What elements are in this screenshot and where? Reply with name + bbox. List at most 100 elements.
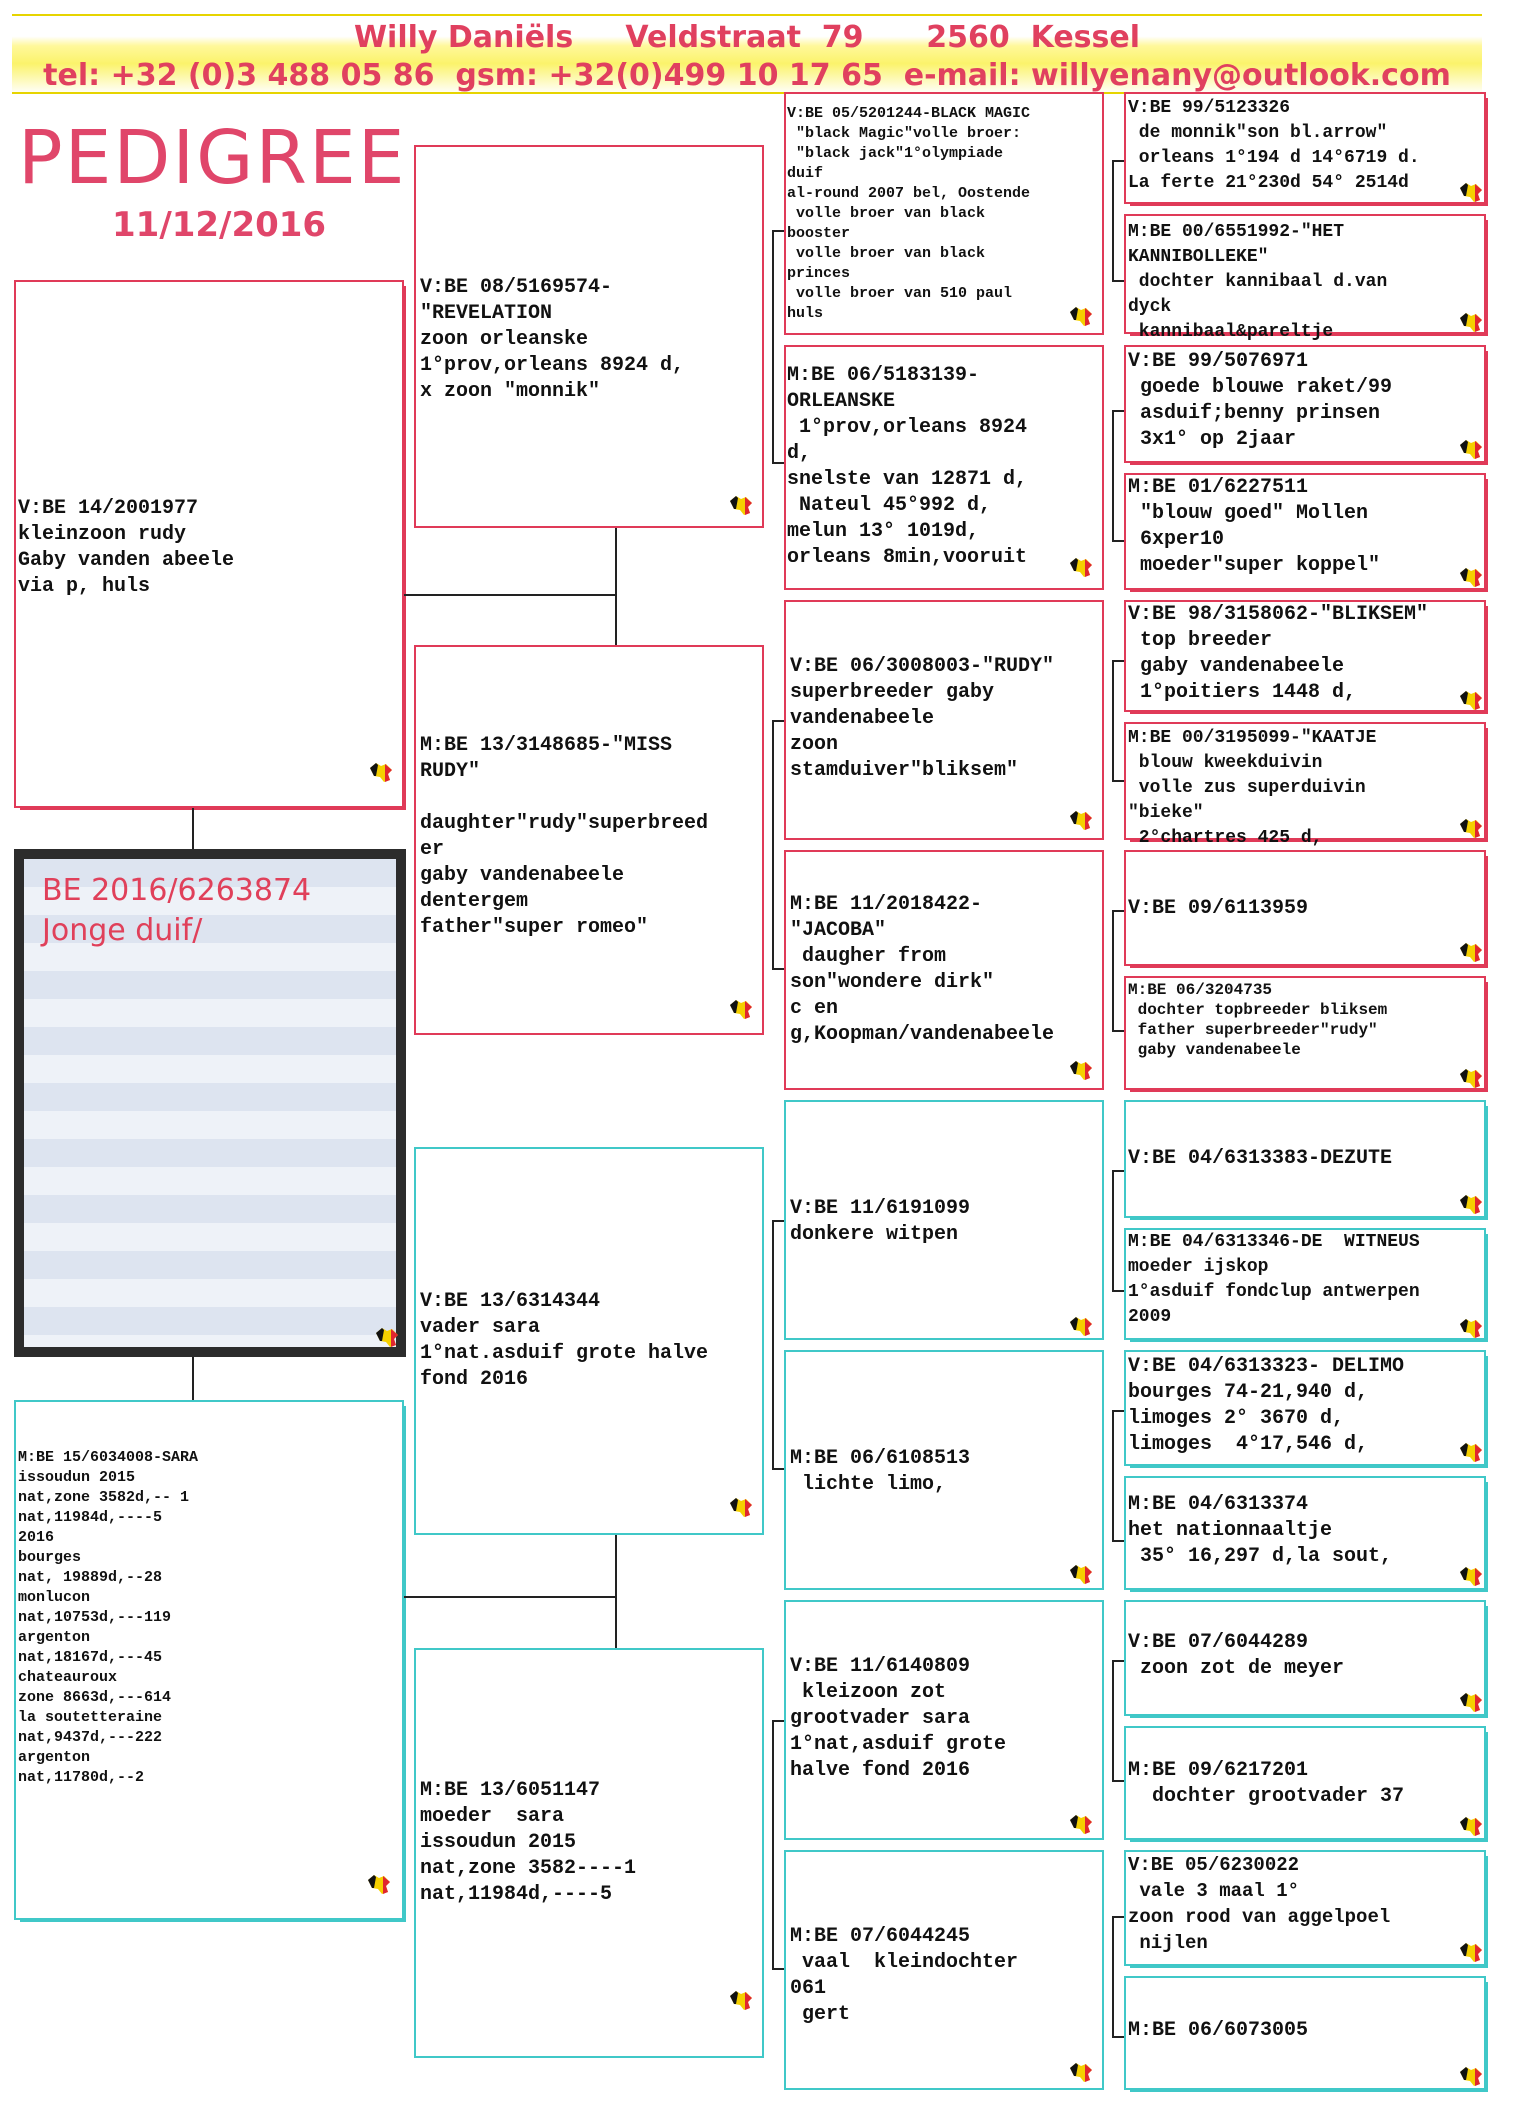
gen3-text-6: M:BE 06/6108513 lichte limo, <box>790 1447 971 1496</box>
gen4-box-11: V:BE 04/6313323- DELIMO bourges 74-21,94… <box>1124 1350 1486 1466</box>
connector-line <box>1112 780 1124 782</box>
connector-line <box>1112 1660 1114 1780</box>
gen4-box-10: M:BE 04/6313346-DE WITNEUS moeder ijskop… <box>1124 1228 1486 1340</box>
gen3-text-1: V:BE 05/5201244-BLACK MAGIC "black Magic… <box>787 105 1031 322</box>
connector-line <box>772 1968 784 1970</box>
connector-line <box>772 462 784 464</box>
connector-line <box>772 1468 784 1470</box>
gen3-box-7: V:BE 11/6140809 kleizoon zot grootvader … <box>784 1600 1104 1840</box>
belgium-flag-icon <box>728 1988 754 2012</box>
gen4-box-14: M:BE 09/6217201 dochter grootvader 37 <box>1124 1726 1486 1840</box>
belgium-flag-icon <box>1458 310 1484 334</box>
belgium-flag-icon <box>728 1495 754 1519</box>
connector-line <box>772 968 784 970</box>
connector-line <box>772 1720 774 1970</box>
connector-line <box>1112 1916 1114 2036</box>
connector-line <box>1112 1170 1124 1172</box>
belgium-flag-icon <box>1068 808 1094 832</box>
connector-line <box>1112 410 1124 412</box>
gen4-box-3: V:BE 99/5076971 goede blouwe raket/99 as… <box>1124 345 1486 463</box>
dam-sire-box: V:BE 13/6314344 vader sara 1°nat.asduif … <box>414 1147 764 1535</box>
belgium-flag-icon <box>1068 304 1094 328</box>
connector-line <box>1112 160 1114 280</box>
gen4-text-2: M:BE 00/6551992-"HET KANNIBOLLEKE" docht… <box>1128 222 1388 342</box>
page-title: PEDIGREE <box>18 115 407 201</box>
connector-line <box>772 1220 784 1222</box>
belgium-flag-icon <box>1458 180 1484 204</box>
gen4-box-6: M:BE 00/3195099-"KAATJE blouw kweekduivi… <box>1124 722 1486 848</box>
sire-sire-text: V:BE 08/5169574- "REVELATION zoon orlean… <box>420 276 685 403</box>
gen4-box-9: V:BE 04/6313383-DEZUTE <box>1124 1100 1486 1218</box>
connector-line <box>1112 1030 1124 1032</box>
gen3-box-5: V:BE 11/6191099 donkere witpen <box>784 1100 1104 1340</box>
connector-line <box>772 720 784 722</box>
gen4-box-13: V:BE 07/6044289 zoon zot de meyer <box>1124 1600 1486 1716</box>
belgium-flag-icon <box>366 1872 392 1896</box>
connector-line <box>192 1357 194 1400</box>
connector-line <box>615 528 617 645</box>
gen4-box-4: M:BE 01/6227511 "blouw goed" Mollen 6xpe… <box>1124 473 1486 590</box>
gen4-box-15: V:BE 05/6230022 vale 3 maal 1° zoon rood… <box>1124 1850 1486 1966</box>
gen3-box-8: M:BE 07/6044245 vaal kleindochter 061 ge… <box>784 1850 1104 2090</box>
connector-line <box>1112 910 1114 1030</box>
belgium-flag-icon <box>1458 940 1484 964</box>
dam-text: M:BE 15/6034008-SARA issoudun 2015 nat,z… <box>18 1449 199 1786</box>
gen3-text-2: M:BE 06/5183139- ORLEANSKE 1°prov,orlean… <box>787 364 1028 569</box>
gen3-box-3: V:BE 06/3008003-"RUDY" superbreeder gaby… <box>784 600 1104 840</box>
gen3-text-8: M:BE 07/6044245 vaal kleindochter 061 ge… <box>790 1925 1019 2026</box>
belgium-flag-icon <box>1458 565 1484 589</box>
subject-ring-number: BE 2016/6263874 <box>42 873 312 908</box>
belgium-flag-icon <box>1458 816 1484 840</box>
connector-line <box>615 1535 617 1648</box>
gen4-box-5: V:BE 98/3158062-"BLIKSEM" top breeder ga… <box>1124 600 1486 712</box>
gen4-box-7: V:BE 09/6113959 <box>1124 850 1486 966</box>
gen4-box-12: M:BE 04/6313374 het nationnaaltje 35° 16… <box>1124 1476 1486 1590</box>
connector-line <box>1112 540 1124 542</box>
belgium-flag-icon <box>1458 1192 1484 1216</box>
header-band: Willy Daniëls Veldstraat 79 2560 Kessel … <box>12 14 1482 94</box>
connector-line <box>1112 160 1124 162</box>
belgium-flag-icon <box>1458 1940 1484 1964</box>
connector-line <box>1112 1660 1124 1662</box>
sire-dam-text: M:BE 13/3148685-"MISS RUDY" daughter"rud… <box>420 734 709 939</box>
belgium-flag-icon <box>1068 1562 1094 1586</box>
sire-text: V:BE 14/2001977 kleinzoon rudy Gaby vand… <box>18 497 235 598</box>
connector-line <box>772 1720 784 1722</box>
header-bottom-rule <box>12 92 1482 94</box>
gen4-text-15: V:BE 05/6230022 vale 3 maal 1° zoon rood… <box>1128 1854 1391 1954</box>
gen4-text-16: M:BE 06/6073005 <box>1128 2019 1309 2042</box>
connector-line <box>1112 910 1124 912</box>
belgium-flag-icon <box>1458 1690 1484 1714</box>
gen3-box-2: M:BE 06/5183139- ORLEANSKE 1°prov,orlean… <box>784 345 1104 590</box>
gen4-box-1: V:BE 99/5123326 de monnik"son bl.arrow" … <box>1124 92 1486 204</box>
gen4-text-4: M:BE 01/6227511 "blouw goed" Mollen 6xpe… <box>1128 476 1381 577</box>
gen3-box-6: M:BE 06/6108513 lichte limo, <box>784 1350 1104 1590</box>
gen3-text-3: V:BE 06/3008003-"RUDY" superbreeder gaby… <box>790 655 1055 782</box>
belgium-flag-icon <box>728 493 754 517</box>
gen4-text-12: M:BE 04/6313374 het nationnaaltje 35° 16… <box>1128 1493 1393 1568</box>
connector-line <box>772 230 774 462</box>
belgium-flag-icon <box>374 1325 400 1349</box>
connector-line <box>772 230 784 232</box>
gen4-text-7: V:BE 09/6113959 <box>1128 897 1309 920</box>
connector-line <box>404 594 616 596</box>
gen3-box-1: V:BE 05/5201244-BLACK MAGIC "black Magic… <box>784 92 1104 335</box>
connector-line <box>1112 2036 1124 2038</box>
belgium-flag-icon <box>1458 1814 1484 1838</box>
gen3-box-4: M:BE 11/2018422- "JACOBA" daugher from s… <box>784 850 1104 1090</box>
gen4-box-2: M:BE 00/6551992-"HET KANNIBOLLEKE" docht… <box>1124 214 1486 342</box>
connector-line <box>1112 1290 1124 1292</box>
gen4-text-3: V:BE 99/5076971 goede blouwe raket/99 as… <box>1128 350 1393 451</box>
connector-line <box>1112 660 1124 662</box>
sire-dam-box: M:BE 13/3148685-"MISS RUDY" daughter"rud… <box>414 645 764 1035</box>
subject-box: BE 2016/6263874 Jonge duif/ <box>14 849 406 1357</box>
header-top-rule <box>12 14 1482 16</box>
connector-line <box>772 720 774 970</box>
connector-line <box>1112 1410 1114 1540</box>
connector-line <box>404 1596 616 1598</box>
connector-line <box>1112 410 1114 540</box>
gen4-text-11: V:BE 04/6313323- DELIMO bourges 74-21,94… <box>1128 1355 1405 1456</box>
breeder-address: Willy Daniëls Veldstraat 79 2560 Kessel <box>353 20 1141 55</box>
gen4-box-8: M:BE 06/3204735 dochter topbreeder bliks… <box>1124 976 1486 1090</box>
gen4-text-14: M:BE 09/6217201 dochter grootvader 37 <box>1128 1759 1405 1808</box>
